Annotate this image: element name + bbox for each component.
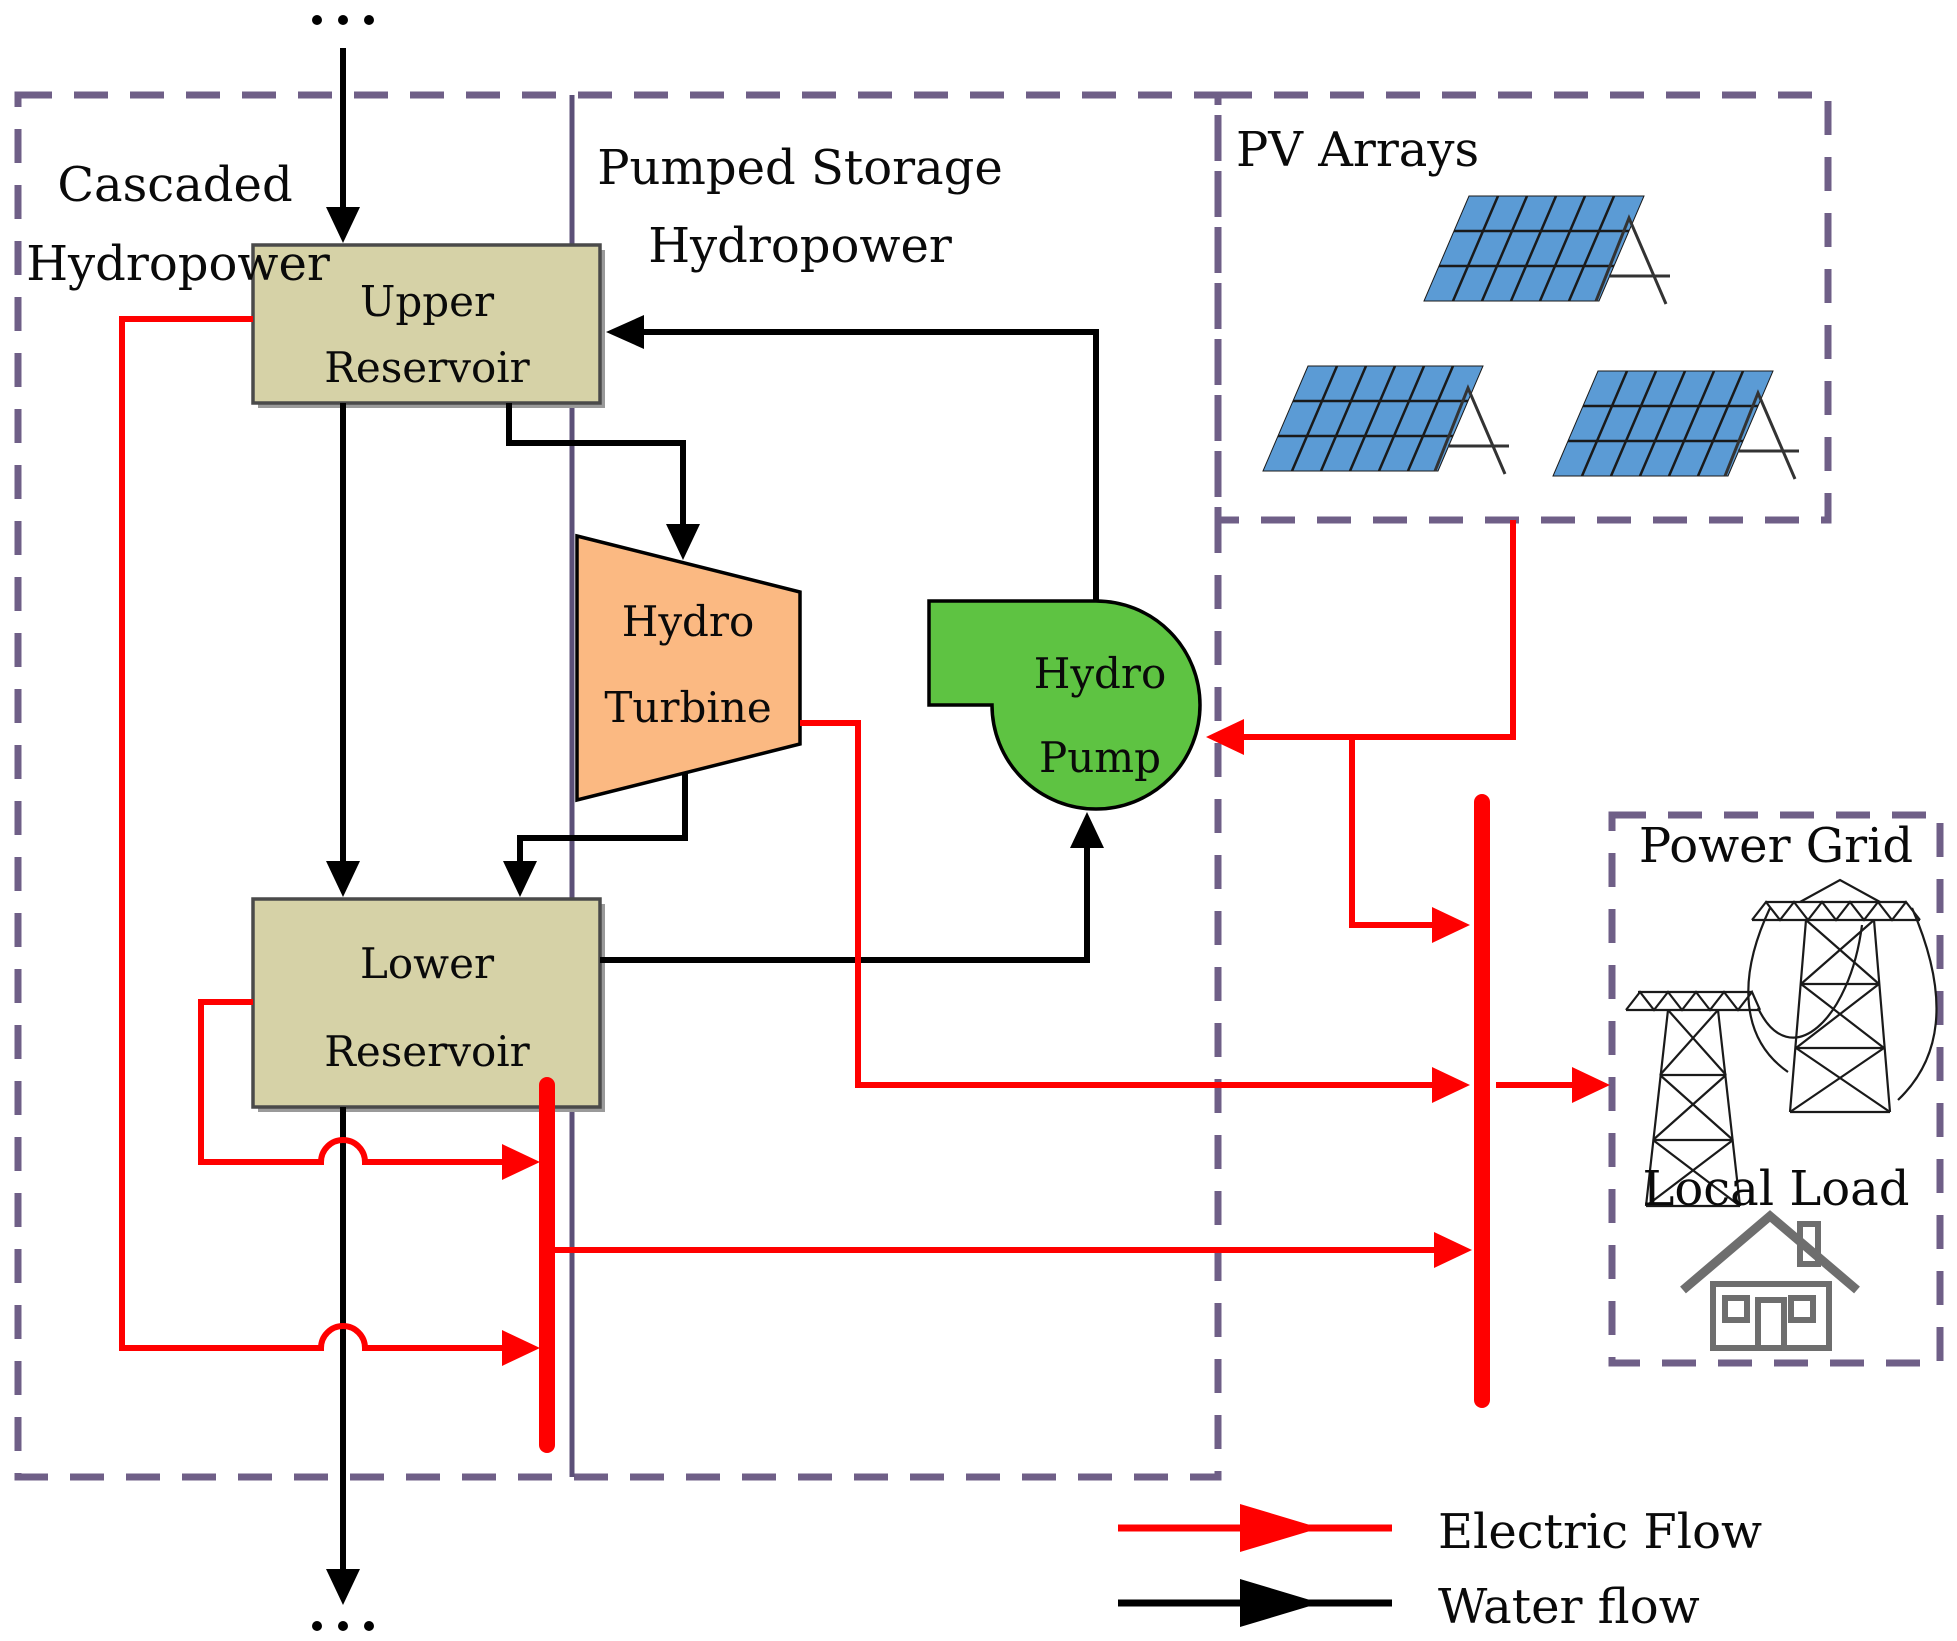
power-wire: [1757, 924, 1864, 1039]
electric-line-turbine-to-main-bus: [800, 720, 1432, 1088]
hydro-turbine-label-line1: Hydro: [622, 597, 755, 646]
water-line-upper-to-turbine: [506, 403, 686, 524]
upper-reservoir-box: [251, 243, 602, 405]
arrowhead-left-icon: [606, 315, 644, 349]
upper-reservoir-label-line1: Upper: [360, 277, 495, 326]
pv-panel-icon: [1422, 194, 1672, 306]
power-wire: [1897, 907, 1938, 1101]
electric-line-lower-reservoir-to-bus: [198, 999, 504, 1165]
electric-line-pv-to-main-bus: [1349, 737, 1432, 928]
pv-panel-icon: [1551, 369, 1801, 481]
pv-panel-icon: [1261, 364, 1511, 476]
pumped-storage-label-line1: Pumped Storage: [597, 140, 1003, 196]
tower-arm-truss: [1751, 900, 1921, 922]
region-box-pv-arrays: [1214, 91, 1832, 524]
cascaded-hydropower-label-line1: Cascaded: [57, 157, 292, 213]
tower-arm-truss: [1625, 989, 1762, 1012]
legend-electric-arrowhead-icon: [1240, 1504, 1320, 1552]
tower-body: [1644, 1009, 1742, 1208]
electric-line-upper-reservoir-to-bus: [119, 316, 504, 1351]
arrowhead-right-icon: [502, 1330, 540, 1366]
continuation-dots-bottom: [312, 1621, 374, 1631]
water-line-pump-to-upper: [644, 329, 1099, 601]
power-wire: [1747, 907, 1789, 1073]
transmission-towers-icon: [1625, 878, 1938, 1208]
power-grid-label: Power Grid: [1639, 818, 1913, 874]
arrowhead-right-icon: [1432, 907, 1470, 943]
arrowhead-down-icon: [666, 524, 700, 560]
legend-electric-label: Electric Flow: [1438, 1504, 1762, 1560]
arrowhead-right-icon: [502, 1144, 540, 1180]
arrowhead-down-icon: [503, 861, 537, 897]
legend-water-arrowhead-icon: [1240, 1579, 1320, 1627]
water-line-lower-to-pump: [600, 848, 1090, 963]
upper-reservoir-label-line2: Reservoir: [324, 343, 530, 392]
hydro-turbine-label-line2: Turbine: [604, 683, 771, 732]
hydro-turbine-shape: [575, 533, 802, 803]
pv-arrays-label: PV Arrays: [1236, 122, 1479, 178]
electric-flow-lines: [119, 316, 1574, 1351]
hydro-pump-shape: [927, 599, 1202, 811]
tower-top: [1799, 878, 1881, 903]
house-window: [1788, 1295, 1816, 1323]
arrowhead-up-icon: [1070, 812, 1104, 848]
lower-reservoir-node: [251, 897, 605, 1112]
house-roof: [1680, 1210, 1860, 1294]
arrowhead-left-icon: [1206, 719, 1244, 755]
water-flow-arrowheads: [326, 207, 1104, 1605]
continuation-dots-top: [312, 15, 374, 25]
water-line-turbine-to-lower: [517, 772, 688, 861]
arrowhead-down-icon: [326, 1569, 360, 1605]
house-body: [1710, 1281, 1832, 1351]
upper-reservoir-node: [251, 243, 605, 408]
arrowhead-right-icon: [1432, 1067, 1470, 1103]
electric-flow-arrowheads: [502, 719, 1610, 1366]
house-icon: [1680, 1210, 1860, 1351]
electric-bus-bars: [539, 794, 1490, 1453]
arrowhead-down-icon: [326, 207, 360, 243]
lower-reservoir-label-line2: Reservoir: [324, 1027, 530, 1076]
hydro-pump-label-line2: Pump: [1039, 733, 1161, 782]
region-box-power-grid-local-load: [1608, 811, 1944, 1367]
tower-braces: [1796, 982, 1884, 1050]
arrowhead-down-icon: [326, 861, 360, 897]
arrowhead-right-icon: [1434, 1232, 1472, 1268]
legend-water-label: Water flow: [1438, 1579, 1700, 1635]
lower-reservoir-label-line1: Lower: [360, 939, 495, 988]
tower-x-braces: [1645, 1009, 1741, 1207]
local-load-label: Local Load: [1643, 1161, 1910, 1217]
tower-x-braces: [1789, 919, 1891, 1113]
tower-braces: [1653, 1073, 1733, 1142]
water-flow-lines: [340, 48, 1099, 1569]
cascaded-hydropower-label-line2: Hydropower: [26, 236, 330, 292]
house-door: [1755, 1297, 1787, 1348]
lower-reservoir-box: [251, 897, 602, 1109]
tower-body: [1788, 919, 1892, 1114]
arrowhead-right-icon: [1572, 1067, 1610, 1103]
legend: Electric Flow Water flow: [1118, 1504, 1762, 1635]
house-window: [1722, 1295, 1750, 1323]
electric-line-pv-to-pump: [1244, 520, 1516, 740]
pumped-storage-label-line2: Hydropower: [648, 218, 952, 274]
hydro-pump-label-line1: Hydro: [1034, 649, 1167, 698]
